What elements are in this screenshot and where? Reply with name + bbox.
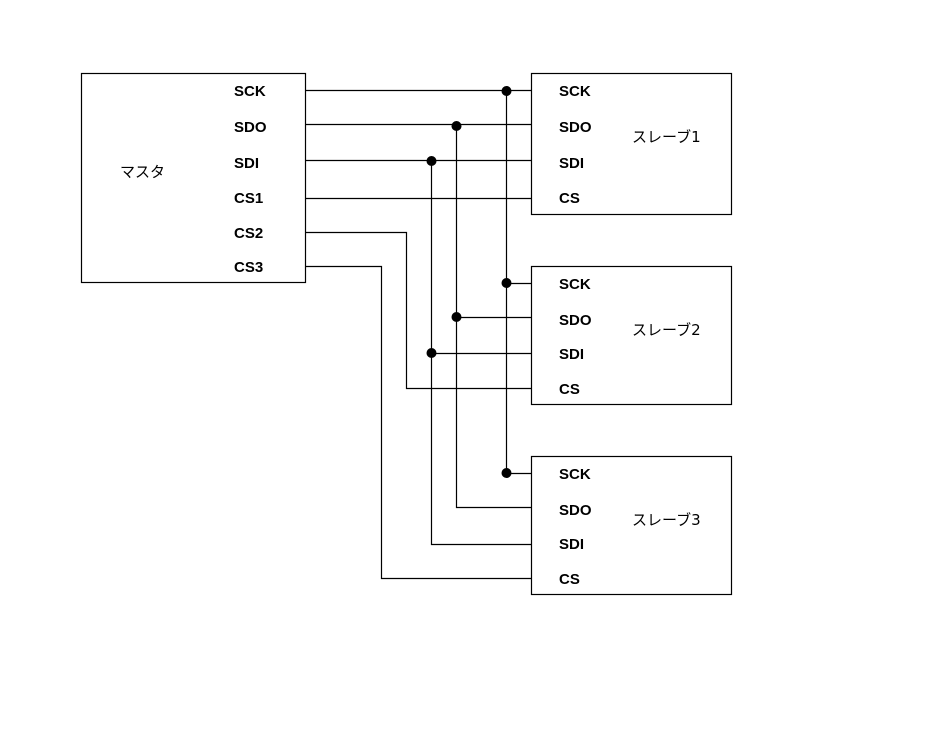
slave3-block: SCK SDO SDI CS スレーブ3	[530, 455, 733, 596]
sdo-bus	[305, 121, 531, 509]
sdi-trunk-slave3	[430, 161, 531, 546]
slave3-pin-cs: CS	[559, 571, 580, 588]
cs2-wire	[305, 231, 531, 390]
sdi-junction-2	[426, 348, 437, 358]
master-pin-cs3: CS3	[234, 259, 263, 276]
slave3-label: スレーブ3	[632, 511, 701, 529]
slave2-pin-sdi: SDI	[559, 346, 584, 363]
master-pin-cs1: CS1	[234, 190, 263, 207]
slave1-pin-cs: CS	[559, 190, 580, 207]
sdo-trunk-slave3	[455, 126, 531, 509]
master-pin-sdo: SDO	[234, 119, 267, 136]
sdo-junction-2	[451, 312, 462, 322]
slave3-pin-sdo: SDO	[559, 502, 592, 519]
sck-junction-1	[501, 86, 512, 96]
sdi-junction-1	[426, 156, 437, 166]
slave1-pin-sck: SCK	[559, 83, 591, 100]
master-pin-sck: SCK	[234, 83, 266, 100]
sdo-junction-1	[451, 121, 462, 131]
slave3-pin-sck: SCK	[559, 466, 591, 483]
slave3-box	[530, 455, 733, 596]
master-pin-cs2: CS2	[234, 225, 263, 242]
slave2-box	[530, 265, 733, 406]
slave3-pin-sdi: SDI	[559, 536, 584, 553]
slave2-pin-cs: CS	[559, 381, 580, 398]
sdi-bus	[305, 156, 531, 546]
master-box	[80, 72, 307, 284]
slave1-block: SCK SDO SDI CS スレーブ1	[530, 72, 733, 216]
master-block: マスタ SCK SDO SDI CS1 CS2 CS3	[80, 72, 307, 284]
slave1-box	[530, 72, 733, 216]
slave1-pin-sdi: SDI	[559, 155, 584, 172]
slave2-pin-sdo: SDO	[559, 312, 592, 329]
sck-junction-3	[501, 468, 512, 478]
cs3-wire	[305, 265, 531, 580]
sck-bus	[305, 86, 531, 478]
slave2-pin-sck: SCK	[559, 276, 591, 293]
slave1-pin-sdo: SDO	[559, 119, 592, 136]
slave2-label: スレーブ2	[632, 321, 701, 339]
master-label: マスタ	[120, 163, 165, 181]
slave2-block: SCK SDO SDI CS スレーブ2	[530, 265, 733, 406]
sck-junction-2	[501, 278, 512, 288]
slave1-label: スレーブ1	[632, 128, 701, 146]
master-pin-sdi: SDI	[234, 155, 259, 172]
